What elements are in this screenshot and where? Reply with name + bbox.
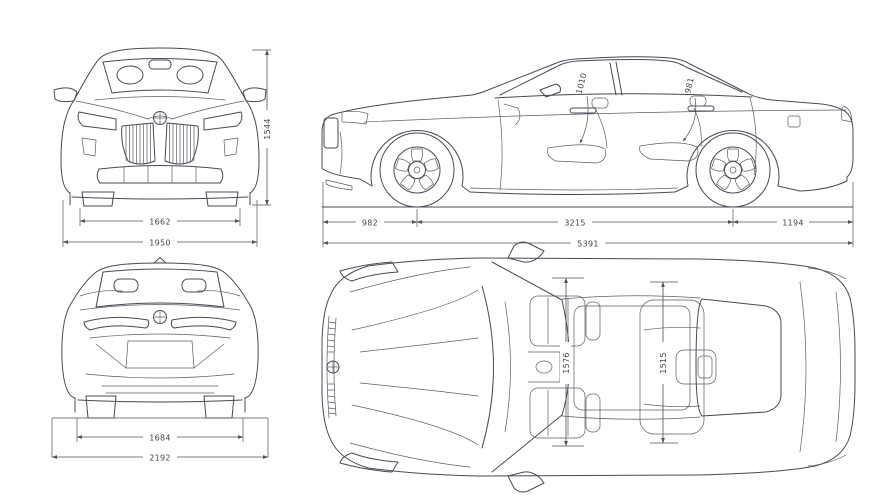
interior-top (504, 295, 717, 439)
kidney-grille (121, 122, 199, 165)
door-handle-rear (687, 105, 715, 112)
dim-front-headroom: 1010 (575, 72, 589, 95)
dim-front-interior-width: 1576 (562, 352, 571, 374)
dim-overall-width: 1950 (149, 239, 171, 248)
taillight-left (83, 316, 150, 331)
front-wheel (379, 132, 455, 208)
front-view-drawing (53, 47, 267, 207)
front-intake (96, 165, 224, 184)
rear-view-dimensions: 1684 2192 (51, 417, 269, 463)
headlight-left (77, 111, 117, 131)
dim-overall-height: 1544 (263, 118, 272, 140)
dim-overall-length: 5391 (577, 240, 599, 249)
brand-roundel-rear (153, 310, 167, 324)
sunroof (573, 305, 691, 411)
grille-side (323, 117, 339, 149)
top-mirror-right (507, 471, 545, 493)
top-view-dimensions: 1576 1515 (552, 277, 678, 447)
side-mirror-right (242, 87, 267, 103)
rearview-mirror (148, 59, 172, 70)
rear-view-drawing (61, 257, 259, 419)
top-view-drawing (321, 241, 856, 493)
taillight-right (170, 316, 237, 331)
rear-wheel (695, 132, 771, 208)
side-mirror (539, 83, 561, 98)
door-handle-front (569, 107, 597, 114)
top-mirror-left (507, 241, 545, 263)
dim-rear-track: 1684 (149, 434, 171, 443)
dim-rear-headroom: 981 (683, 76, 696, 94)
top-grille (326, 315, 340, 419)
brand-roundel-front (153, 111, 167, 125)
dim-wheelbase: 3215 (564, 219, 586, 228)
interior-seats-side (503, 95, 707, 164)
side-view-drawing (321, 56, 854, 208)
dim-rear-overhang: 1194 (782, 219, 804, 228)
side-mirror-left (53, 87, 78, 103)
side-view-dimensions: 982 3215 1194 5391 1010 981 (322, 72, 854, 249)
antenna-fin (153, 257, 167, 264)
top-headlight-left (339, 261, 399, 282)
dim-front-overhang: 982 (362, 219, 378, 228)
dim-rear-interior-width: 1515 (659, 352, 668, 374)
front-view-dimensions: 1662 1950 1544 (62, 49, 272, 248)
headlight-right (203, 111, 243, 131)
dim-width-incl-mirrors: 2192 (149, 454, 171, 463)
dim-front-track: 1662 (149, 218, 171, 227)
top-headlight-right (339, 452, 399, 473)
fuel-door (787, 115, 801, 128)
